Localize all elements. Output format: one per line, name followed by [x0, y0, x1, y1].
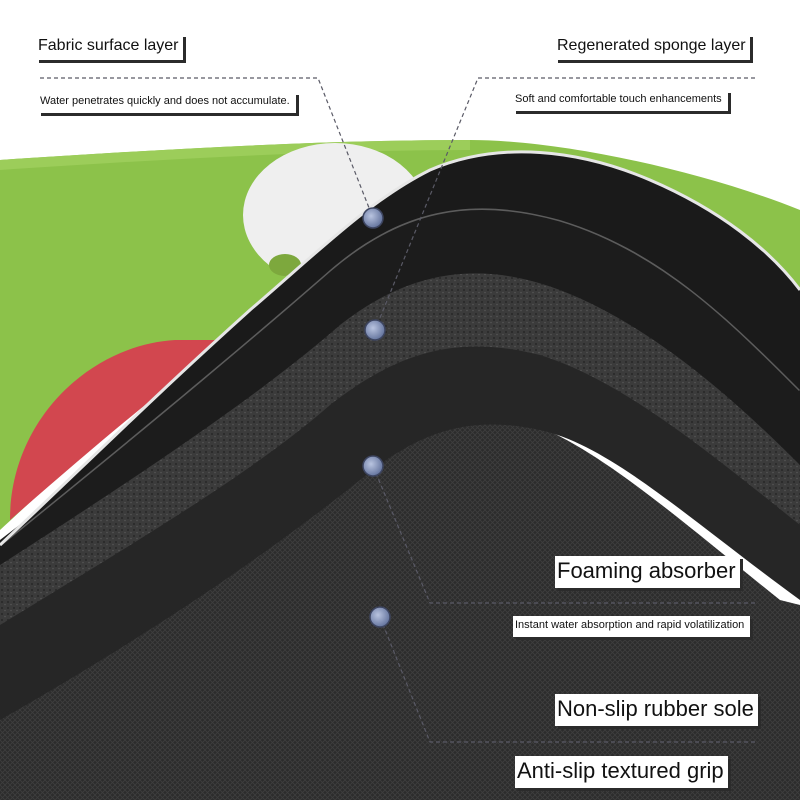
- foaming-absorber-layer: [0, 268, 800, 625]
- sponge-layer: [0, 208, 800, 565]
- marker-dot-foaming: [362, 455, 384, 477]
- regenerated-sponge-title: Regenerated sponge layer: [555, 34, 750, 60]
- marker-dot-fabric: [362, 207, 384, 229]
- leader-line-sponge: [374, 77, 755, 331]
- rubber-sole-layer: [0, 341, 800, 720]
- textured-grip-title: Anti-slip textured grip: [515, 756, 728, 788]
- leader-lines: [40, 77, 755, 743]
- leader-line-foaming: [372, 465, 755, 604]
- regenerated-sponge-desc: Soft and comfortable touch enhancements: [513, 90, 728, 111]
- foaming-absorber-desc: Instant water absorption and rapid volat…: [513, 616, 751, 637]
- rubber-sole-title: Non-slip rubber sole: [555, 694, 758, 726]
- foaming-absorber-title: Foaming absorber: [555, 556, 740, 588]
- leader-line-fabric: [40, 77, 374, 219]
- marker-dot-grip: [369, 606, 391, 628]
- fabric-surface-desc: Water penetrates quickly and does not ac…: [38, 92, 296, 113]
- red-dot-print: [10, 340, 230, 520]
- leader-line-grip: [379, 616, 755, 743]
- fabric-surface-title: Fabric surface layer: [36, 34, 183, 60]
- marker-dot-sponge: [364, 319, 386, 341]
- callout-markers: [362, 207, 391, 628]
